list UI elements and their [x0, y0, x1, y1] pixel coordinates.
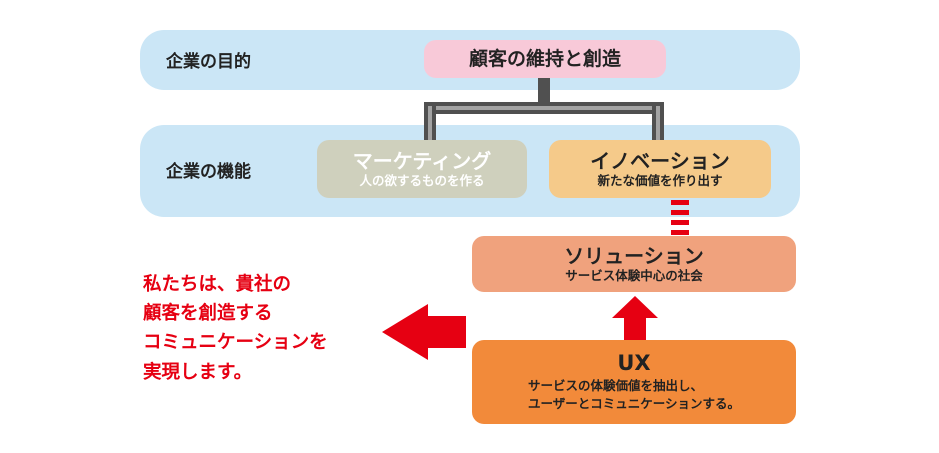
dashed-link-seg-3 [671, 220, 689, 225]
connector-right-drop-highlight [656, 106, 660, 144]
innovation-node-title: イノベーション [590, 148, 730, 173]
message-line-4: 実現します。 [143, 361, 253, 383]
marketing-node: マーケティング 人の欲するものを作る [317, 140, 527, 198]
dashed-link-seg-2 [671, 210, 689, 215]
message-block: 私たちは、貴社の 顧客を創造する コミュニケーションを 実現します。 [143, 270, 328, 387]
ux-node: UX サービスの体験価値を抽出し、 ユーザーとコミュニケーションする。 [472, 340, 796, 424]
ux-node-subtitle-line2: ユーザーとコミュニケーションする。 [527, 395, 740, 411]
marketing-node-subtitle: 人の欲するものを作る [359, 172, 485, 188]
ux-node-subtitle-line1: サービスの体験価値を抽出し、 [527, 378, 703, 394]
message-line-3: コミュニケーションを [143, 332, 328, 354]
purpose-node: 顧客の維持と創造 [424, 40, 666, 78]
innovation-node: イノベーション 新たな価値を作り出す [549, 140, 771, 198]
purpose-row-label: 企業の目的 [166, 52, 251, 72]
innovation-node-subtitle: 新たな価値を作り出す [597, 172, 723, 188]
dashed-link-seg-4 [671, 230, 689, 235]
message-line-1: 私たちは、貴社の [143, 274, 292, 295]
ux-node-subtitle: サービスの体験価値を抽出し、 ユーザーとコミュニケーションする。 [528, 377, 740, 412]
solution-node-subtitle: サービス体験中心の社会 [565, 267, 703, 283]
solution-node-title: ソリューション [564, 243, 704, 268]
ux-node-title: UX [617, 350, 651, 375]
function-row-label: 企業の機能 [166, 162, 251, 182]
connector-left-drop-highlight [428, 106, 432, 144]
up-arrow-icon [612, 296, 658, 342]
left-arrow-icon [382, 304, 466, 360]
connector-bar-highlight [428, 106, 660, 110]
marketing-node-title: マーケティング [352, 148, 492, 173]
connector-stem [538, 70, 550, 110]
solution-node: ソリューション サービス体験中心の社会 [472, 236, 796, 292]
message-line-2: 顧客を創造する [143, 303, 273, 325]
dashed-link-seg-1 [671, 200, 689, 205]
purpose-node-title: 顧客の維持と創造 [468, 47, 621, 70]
